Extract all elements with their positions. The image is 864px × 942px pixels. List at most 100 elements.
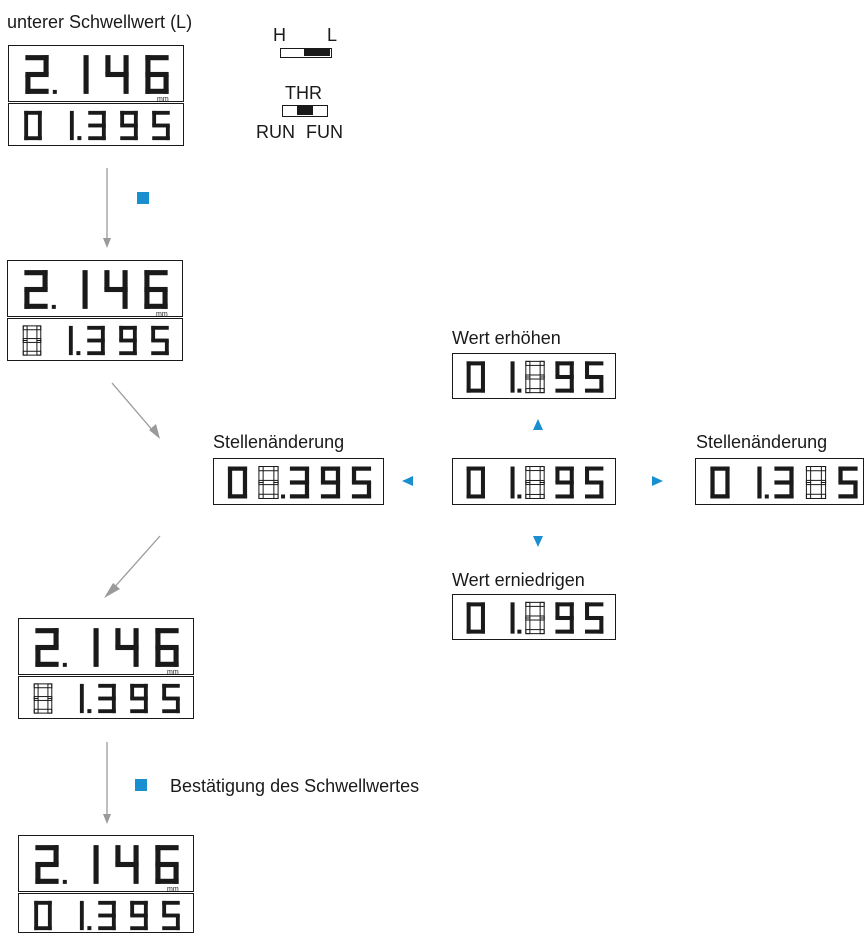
triangle-right-icon <box>652 476 663 486</box>
digit-4 <box>352 467 371 499</box>
segment-b <box>94 845 99 864</box>
segment-f <box>162 684 166 699</box>
segment-g <box>774 480 793 484</box>
segment-d <box>151 351 169 355</box>
segment-g <box>98 697 116 701</box>
digit-3 <box>145 55 168 94</box>
segment-d <box>259 494 278 498</box>
segment-d <box>806 494 825 498</box>
decimal-point <box>517 389 521 393</box>
segment-g <box>585 480 603 484</box>
label-digit-change-right: Stellenänderung <box>696 432 827 452</box>
segment-g <box>130 697 148 701</box>
label-increase: Wert erhöhen <box>452 328 561 348</box>
switch-label-l: L <box>327 25 337 45</box>
digit-0 <box>34 684 52 713</box>
digit-0 <box>34 901 52 930</box>
segment-c <box>80 916 84 931</box>
digit-4 <box>151 326 169 355</box>
segment-d <box>98 709 116 713</box>
segment-b <box>789 467 793 483</box>
segment-d <box>152 136 170 140</box>
segment-a <box>23 326 41 330</box>
segment-d <box>555 494 573 498</box>
segment-f <box>34 901 38 916</box>
segment-c <box>124 75 129 94</box>
segment-f <box>155 845 160 864</box>
switch-label-fun: FUN <box>306 122 343 142</box>
digit-3 <box>155 845 178 884</box>
digit-3 <box>155 628 178 667</box>
segment-b <box>144 901 148 916</box>
segment-d <box>119 351 137 355</box>
triangle-down-icon <box>533 536 543 547</box>
digit-1 <box>83 270 88 309</box>
digit-4 <box>152 111 170 140</box>
segment-b <box>112 684 116 699</box>
segment-d <box>838 494 857 498</box>
digit-1 <box>70 111 74 140</box>
segment-g <box>35 862 58 867</box>
segment-b <box>54 845 59 864</box>
segment-e <box>228 483 232 499</box>
display-increase <box>452 353 616 399</box>
segment-b <box>481 602 485 618</box>
segment-g <box>104 287 127 292</box>
segment-f <box>115 628 120 647</box>
segment-g <box>155 645 178 650</box>
digit-2 <box>105 55 128 94</box>
segment-b <box>94 628 99 647</box>
triangle-up-icon <box>533 419 543 430</box>
arrow-head-1 <box>103 238 111 248</box>
segment-d <box>23 351 41 355</box>
segment-d <box>321 494 340 498</box>
segment-d <box>130 926 148 930</box>
segment-g <box>555 480 573 484</box>
segment-f <box>555 467 559 483</box>
segment-e <box>155 648 160 667</box>
unit-label: mm <box>167 886 179 893</box>
segment-b <box>481 361 485 377</box>
digit-3 <box>555 467 573 499</box>
segment-c <box>94 648 99 667</box>
decimal-point <box>517 630 521 634</box>
display-step3-upper: mm <box>18 618 194 675</box>
segment-d <box>98 926 116 930</box>
segment-e <box>24 126 28 141</box>
arrow-head-3 <box>104 583 120 598</box>
segment-g <box>87 339 105 343</box>
segment-g <box>120 124 138 128</box>
segment-d <box>555 630 573 634</box>
segment-f <box>24 111 28 126</box>
segment-d <box>585 389 603 393</box>
digit-3 <box>120 111 138 140</box>
digit-2 <box>88 111 106 140</box>
digit-0 <box>467 602 485 633</box>
segment-d <box>526 630 544 634</box>
decimal-point <box>76 351 80 355</box>
segment-g <box>115 862 138 867</box>
arrow-step2-to-center <box>112 383 154 432</box>
segment-c <box>123 290 128 309</box>
page-title: unterer Schwellwert (L) <box>7 12 192 32</box>
digit-1 <box>69 326 73 355</box>
segment-b <box>134 628 139 647</box>
segment-f <box>555 602 559 618</box>
segment-b <box>134 845 139 864</box>
segment-b <box>43 270 48 289</box>
segment-e <box>467 377 471 393</box>
hl-switch <box>280 48 332 58</box>
display-step2-lower <box>7 318 183 361</box>
segment-b <box>38 111 42 126</box>
segment-f <box>155 628 160 647</box>
thr-switch <box>282 105 328 117</box>
digit-0 <box>24 111 42 140</box>
segment-d <box>526 494 544 498</box>
digit-1 <box>511 602 515 633</box>
segment-e <box>34 916 38 931</box>
segment-b <box>511 361 515 377</box>
segment-f <box>119 326 123 341</box>
display-step4-upper: mm <box>18 835 194 892</box>
digit-2 <box>98 684 116 713</box>
segment-d <box>87 351 105 355</box>
